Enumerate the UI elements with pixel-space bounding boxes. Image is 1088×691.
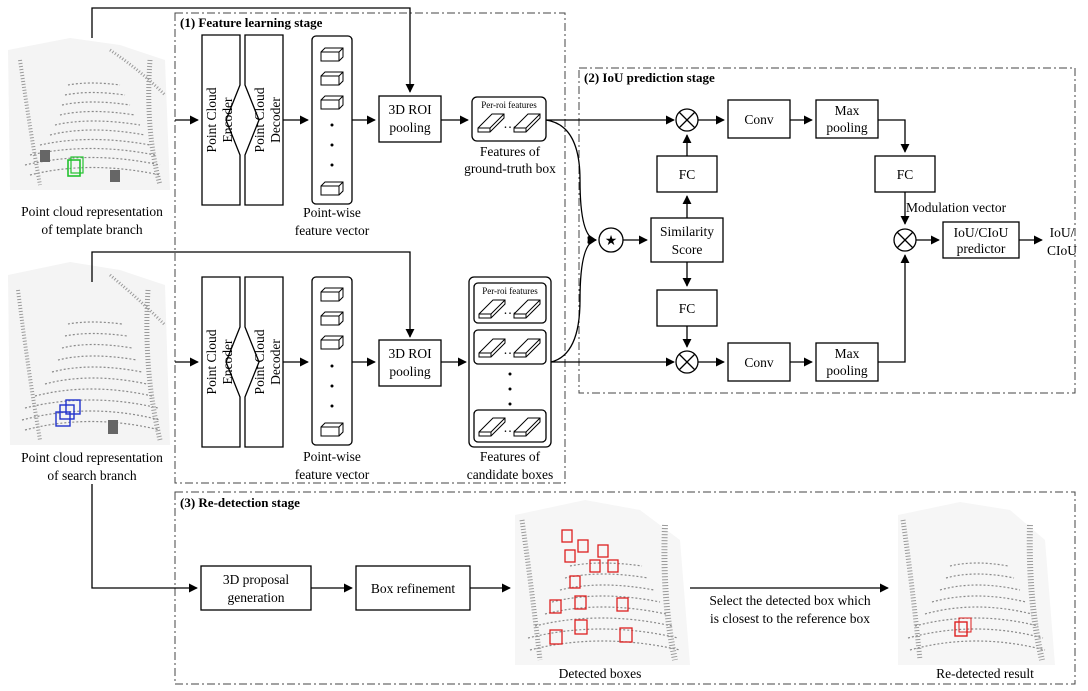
gt-per-roi-label: Per-roi features	[481, 100, 537, 110]
output-label-1: IoU/	[1050, 225, 1075, 240]
template-encoder-label-1: Point Cloud	[204, 87, 219, 152]
similarity-label-2: Score	[672, 242, 703, 257]
multiply-operator-bottom	[675, 350, 699, 374]
feature-learning-stage-title: (1) Feature learning stage	[180, 15, 323, 30]
predictor-label-2: predictor	[957, 241, 1006, 256]
template-encoder-block	[201, 34, 241, 206]
template-pointwise-label-1: Point-wise	[303, 205, 361, 220]
re-detection-stage-title: (3) Re-detection stage	[180, 495, 300, 510]
select-label-2: is closest to the reference box	[710, 611, 870, 626]
candidate-ellipsis-3: …	[503, 420, 517, 435]
template-point-cloud-image	[8, 38, 170, 190]
conv-top-label: Conv	[744, 112, 774, 127]
search-encoder-label-1: Point Cloud	[204, 329, 219, 394]
candidates-to-star-curve	[550, 236, 597, 363]
multiply-operator-right	[893, 228, 917, 252]
maxpool-to-modulation-arrow	[878, 254, 910, 363]
gt-features-label-1: Features of	[480, 144, 541, 159]
detected-boxes-point-cloud-image	[515, 500, 690, 665]
candidate-features-label-2: candidate boxes	[467, 467, 554, 482]
gt-ellipsis: …	[503, 116, 517, 131]
iou-ciou-predictor-block	[942, 221, 1020, 259]
search-to-proposal-arrow	[91, 484, 198, 593]
search-pointwise-vector	[311, 276, 353, 446]
star-symbol: ★	[605, 234, 618, 249]
fc-bottom-block	[656, 289, 718, 327]
template-roi-pooling-block	[378, 95, 442, 143]
search-roi-label-2: pooling	[389, 364, 431, 379]
template-roi-label-1: 3D ROI	[388, 102, 432, 117]
box-refinement-block	[355, 565, 471, 611]
re-detected-result-point-cloud-image	[898, 502, 1055, 665]
search-pointwise-label-1: Point-wise	[303, 449, 361, 464]
fc-right-label: FC	[897, 167, 914, 182]
re-detected-result-caption: Re-detected result	[936, 666, 1034, 681]
modulation-vector-label: Modulation vector	[906, 200, 1007, 215]
template-decoder-block	[244, 34, 284, 206]
template-roi-label-2: pooling	[389, 120, 431, 135]
box-refinement-label: Box refinement	[371, 581, 456, 596]
template-caption-line1: Point cloud representation	[21, 204, 163, 219]
maxpool-top-label-2: pooling	[826, 120, 868, 135]
conv-bottom-label: Conv	[744, 355, 774, 370]
fc-top-block	[656, 155, 718, 193]
maxpool-to-fc-arrow	[878, 119, 910, 153]
search-decoder-label-2: Decoder	[268, 339, 283, 385]
maxpool-bottom-label-2: pooling	[826, 363, 868, 378]
fc-top-label: FC	[679, 167, 696, 182]
candidate-per-roi-label: Per-roi features	[482, 286, 538, 296]
multiply-operator-top	[675, 108, 699, 132]
search-point-cloud-image	[8, 262, 170, 445]
template-skip-arrow	[91, 7, 415, 93]
maxpool-top-block	[815, 99, 879, 139]
similarity-label-1: Similarity	[660, 224, 714, 239]
conv-bottom-block	[727, 342, 791, 382]
fc-bottom-label: FC	[679, 301, 696, 316]
iou-prediction-stage-title: (2) IoU prediction stage	[584, 70, 715, 85]
candidate-ellipsis-1: …	[503, 302, 517, 317]
search-caption-line2: of search branch	[47, 468, 136, 483]
search-roi-label-1: 3D ROI	[388, 346, 432, 361]
template-decoder-label-1: Point Cloud	[252, 87, 267, 152]
search-pointwise-label-2: feature vector	[295, 467, 370, 482]
gt-features-label-2: ground-truth box	[464, 161, 556, 176]
gt-to-star-curve	[545, 119, 597, 244]
predictor-label-1: IoU/CIoU	[954, 225, 1009, 240]
maxpool-top-label-1: Max	[835, 103, 860, 118]
proposal-label-1: 3D proposal	[223, 572, 290, 587]
maxpool-bottom-label-1: Max	[835, 346, 860, 361]
output-label-2: CIoU	[1047, 243, 1077, 258]
candidate-ellipsis-2: …	[503, 342, 517, 357]
search-skip-arrow	[91, 251, 415, 338]
search-decoder-label-1: Point Cloud	[252, 329, 267, 394]
detected-boxes-caption: Detected boxes	[559, 666, 642, 681]
conv-top-block	[727, 99, 791, 139]
search-roi-pooling-block	[378, 339, 442, 387]
search-decoder-block	[244, 276, 284, 448]
template-encoder-label-2: Encoder	[220, 97, 235, 142]
feature-learning-stage-frame	[174, 12, 566, 484]
proposal-label-2: generation	[228, 590, 285, 605]
template-caption-line2: of template branch	[41, 222, 142, 237]
select-label-1: Select the detected box which	[709, 593, 870, 608]
search-encoder-label-2: Encoder	[220, 339, 235, 384]
template-pointwise-label-2: feature vector	[295, 223, 370, 238]
template-decoder-label-2: Decoder	[268, 97, 283, 143]
candidate-features-label-1: Features of	[480, 449, 541, 464]
search-caption-line1: Point cloud representation	[21, 450, 163, 465]
iou-prediction-stage-frame	[578, 67, 1076, 394]
search-encoder-block	[201, 276, 241, 448]
